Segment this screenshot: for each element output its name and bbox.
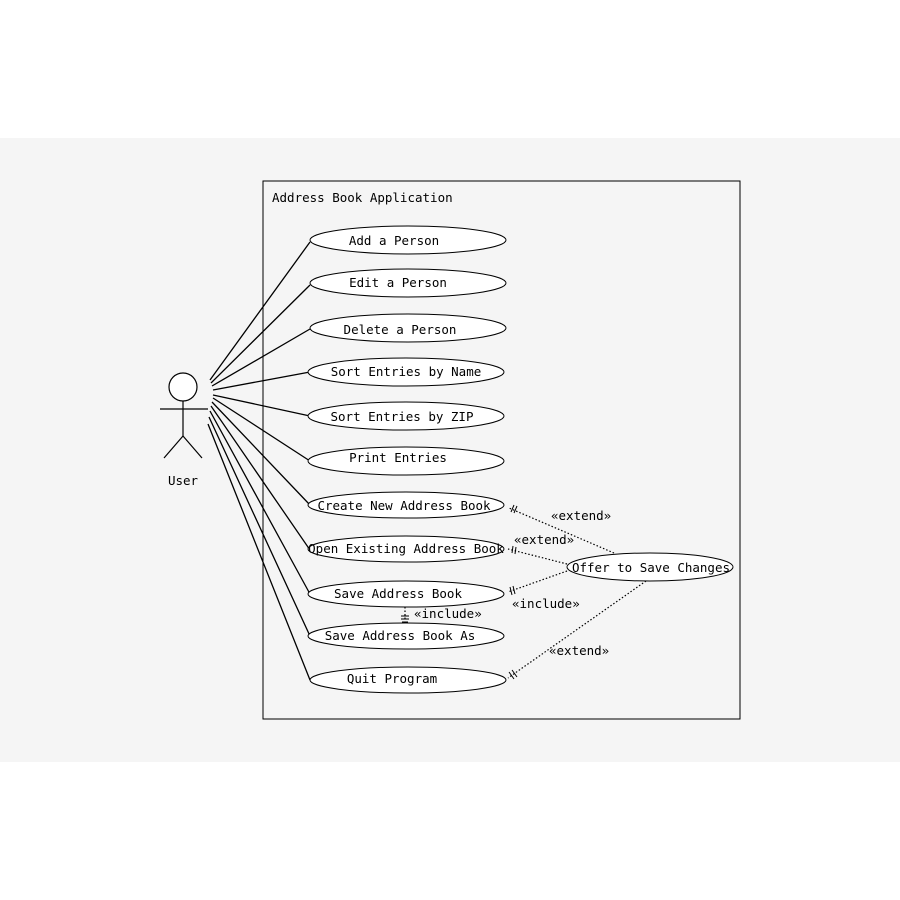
use-case-sort-name[interactable] bbox=[307, 357, 505, 387]
use-case-label-edit-person: Edit a Person bbox=[349, 275, 447, 290]
associations bbox=[207, 241, 311, 681]
assoc-open-book bbox=[210, 405, 311, 551]
use-case-offer-save[interactable] bbox=[566, 552, 734, 582]
assoc-save-book-as bbox=[208, 416, 311, 637]
use-case-label-print: Print Entries bbox=[349, 450, 447, 465]
use-case-add-person[interactable] bbox=[309, 225, 507, 255]
use-case-quit[interactable] bbox=[309, 666, 507, 694]
use-case-open-book[interactable] bbox=[307, 535, 505, 563]
label-extend-open: «extend» bbox=[514, 532, 574, 547]
extend-line-create bbox=[508, 507, 615, 554]
assoc-delete-person bbox=[211, 328, 311, 387]
actor-left-leg bbox=[163, 435, 184, 459]
arrow-head-create bbox=[510, 504, 518, 514]
assoc-add-person bbox=[209, 241, 311, 381]
actor-head bbox=[168, 372, 198, 402]
assoc-edit-person bbox=[210, 284, 311, 384]
assoc-print bbox=[212, 397, 311, 462]
use-case-sort-zip[interactable] bbox=[307, 401, 505, 431]
use-case-label-delete-person: Delete a Person bbox=[344, 322, 457, 337]
assoc-sort-zip bbox=[212, 394, 311, 417]
assoc-quit bbox=[207, 423, 311, 681]
assoc-sort-name bbox=[212, 371, 311, 391]
use-case-label-save-book-as: Save Address Book As bbox=[325, 628, 476, 643]
use-case-label-sort-name: Sort Entries by Name bbox=[331, 364, 482, 379]
actor-right-leg bbox=[182, 435, 203, 459]
assoc-save-book bbox=[209, 410, 311, 595]
label-extend-quit: «extend» bbox=[549, 643, 609, 658]
arrow-head-open bbox=[511, 545, 517, 555]
actor-user[interactable] bbox=[160, 372, 208, 459]
use-case-label-offer-save: Offer to Save Changes bbox=[572, 560, 730, 575]
actor-name: User bbox=[168, 473, 199, 488]
arrow-head-quit bbox=[508, 669, 518, 680]
use-case-label-create-book: Create New Address Book bbox=[317, 498, 491, 513]
label-include-save-as: «include» bbox=[414, 606, 482, 621]
use-case-create-book[interactable] bbox=[307, 491, 505, 519]
use-case-save-book[interactable] bbox=[307, 580, 505, 608]
use-case-delete-person[interactable] bbox=[309, 313, 507, 343]
system-title: Address Book Application bbox=[272, 190, 453, 205]
arrow-head-save bbox=[509, 585, 516, 596]
use-case-label-add-person: Add a Person bbox=[349, 233, 439, 248]
arrow-heads bbox=[401, 504, 518, 680]
use-case-label-open-book: Open Existing Address Book bbox=[308, 541, 504, 556]
label-include-save: «include» bbox=[512, 596, 580, 611]
extend-line-quit bbox=[507, 580, 647, 679]
use-case-save-book-as[interactable] bbox=[307, 622, 505, 650]
arrow-head-save-as bbox=[401, 615, 409, 623]
use-case-label-sort-zip: Sort Entries by ZIP bbox=[331, 409, 474, 424]
assoc-create-book bbox=[211, 401, 311, 506]
use-case-edit-person[interactable] bbox=[309, 268, 507, 298]
label-extend-create: «extend» bbox=[551, 508, 611, 523]
use-case-label-quit: Quit Program bbox=[347, 671, 437, 686]
use-case-print[interactable] bbox=[307, 446, 505, 476]
use-case-label-save-book: Save Address Book bbox=[334, 586, 462, 601]
use-cases bbox=[307, 225, 734, 694]
